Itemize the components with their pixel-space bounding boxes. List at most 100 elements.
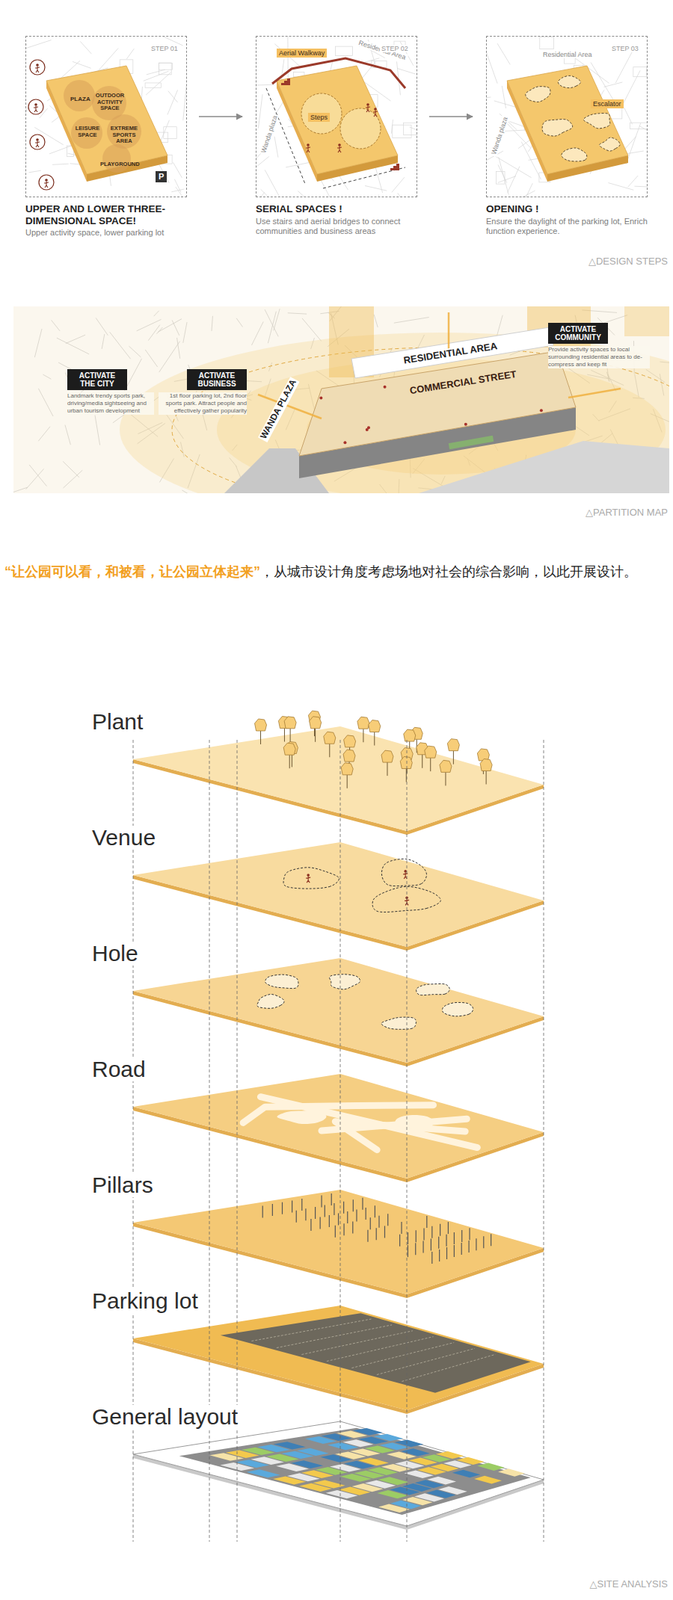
pillar bbox=[384, 1226, 386, 1239]
label-holder: Wanda plaza bbox=[254, 111, 281, 156]
tree-crown bbox=[343, 735, 356, 748]
map-line bbox=[498, 176, 516, 184]
map-line bbox=[236, 318, 243, 328]
map-line bbox=[375, 167, 383, 193]
influence-ring-outline bbox=[171, 347, 670, 494]
pillar bbox=[343, 1224, 344, 1237]
step-heading: SERIAL SPACES ! bbox=[255, 203, 418, 216]
plaza-area bbox=[276, 1111, 327, 1125]
person-head bbox=[366, 103, 370, 107]
panel-ground bbox=[486, 35, 648, 198]
venue-outline bbox=[381, 859, 427, 887]
tower-volume bbox=[624, 306, 670, 337]
person-body bbox=[305, 146, 311, 153]
visitor-dot bbox=[383, 385, 387, 389]
map-line bbox=[72, 61, 92, 69]
tree-crown bbox=[424, 746, 437, 759]
step-panel: OPENING !Ensure the daylight of the park… bbox=[486, 35, 648, 238]
hole-outline bbox=[265, 975, 299, 989]
plan-patch bbox=[358, 1458, 389, 1467]
label-holder: LEISURE SPACE bbox=[71, 125, 104, 140]
map-line bbox=[498, 157, 509, 195]
pillar bbox=[343, 1202, 344, 1215]
map-ground bbox=[13, 306, 670, 494]
guide-line bbox=[543, 740, 545, 1543]
map-line bbox=[154, 311, 160, 317]
map-line bbox=[168, 91, 178, 103]
activation-ray bbox=[447, 312, 451, 352]
opening-hole bbox=[557, 75, 581, 88]
person-head bbox=[306, 874, 310, 878]
map-line bbox=[267, 311, 276, 344]
step-arrow bbox=[429, 115, 473, 117]
map-line bbox=[177, 337, 181, 359]
person-body bbox=[35, 141, 40, 148]
pillar bbox=[407, 1245, 409, 1258]
step-illustration bbox=[486, 35, 648, 198]
step-number: STEP 03 bbox=[610, 44, 641, 53]
tree-trunk bbox=[289, 755, 291, 769]
step-number: STEP 01 bbox=[149, 44, 180, 53]
tree-trunk bbox=[291, 753, 293, 768]
plan-patch bbox=[477, 1464, 505, 1472]
map-line bbox=[255, 152, 262, 172]
visitor-dot bbox=[319, 396, 323, 400]
pillar bbox=[262, 1206, 264, 1219]
pillar bbox=[447, 1222, 449, 1235]
guide-line bbox=[237, 740, 238, 1543]
map-line bbox=[26, 468, 45, 490]
pillar bbox=[335, 1226, 336, 1239]
open-space-circle bbox=[340, 108, 381, 149]
person-head bbox=[34, 103, 38, 107]
map-line bbox=[625, 123, 641, 165]
map-line bbox=[607, 183, 634, 191]
section-caption: △PARTITION MAP bbox=[584, 507, 670, 519]
guide-line bbox=[340, 740, 341, 1543]
map-line bbox=[63, 470, 84, 489]
pillar bbox=[314, 1207, 316, 1220]
tree-trunk bbox=[314, 729, 316, 743]
pillar bbox=[370, 1218, 371, 1231]
person-head bbox=[35, 63, 39, 67]
map-line bbox=[495, 156, 532, 178]
pillar bbox=[310, 1219, 312, 1232]
pillar bbox=[438, 1237, 439, 1250]
layer-plate: Pillars bbox=[88, 1174, 549, 1299]
pillar bbox=[361, 1198, 363, 1211]
label-holder: STEP 01 bbox=[149, 40, 180, 54]
activity-icon bbox=[29, 59, 45, 75]
map-line bbox=[167, 89, 178, 115]
tree-trunk bbox=[406, 768, 407, 783]
pillar bbox=[430, 1239, 432, 1252]
plate-top bbox=[133, 1190, 544, 1296]
map-line bbox=[496, 190, 536, 198]
map-line bbox=[287, 313, 307, 315]
activation-ray bbox=[568, 388, 621, 398]
map-line bbox=[297, 190, 315, 198]
tree-crown bbox=[357, 717, 370, 730]
tree-crown bbox=[447, 739, 460, 752]
map-line bbox=[25, 40, 52, 51]
plan-patch bbox=[246, 1470, 281, 1479]
map-line bbox=[159, 341, 181, 373]
layer-label: Pillars bbox=[89, 1174, 156, 1198]
zone-label: PLAYGROUND bbox=[98, 161, 142, 169]
map-line bbox=[65, 425, 71, 446]
parking-sign: P bbox=[155, 171, 167, 183]
tree-crown bbox=[283, 743, 296, 756]
pillar bbox=[461, 1243, 463, 1256]
hole-outline bbox=[381, 1017, 416, 1030]
hole-outline bbox=[441, 1002, 473, 1017]
plan-patch bbox=[435, 1452, 465, 1460]
plan-patch bbox=[400, 1449, 430, 1457]
pillar bbox=[439, 1224, 441, 1237]
layer-label: Road bbox=[89, 1058, 149, 1083]
map-block bbox=[629, 122, 648, 129]
person-head bbox=[35, 138, 39, 142]
map-line bbox=[604, 82, 623, 87]
map-line bbox=[94, 415, 101, 446]
pillar bbox=[305, 1209, 306, 1222]
map-line bbox=[145, 349, 158, 368]
area-label: Residential Area bbox=[541, 50, 594, 59]
